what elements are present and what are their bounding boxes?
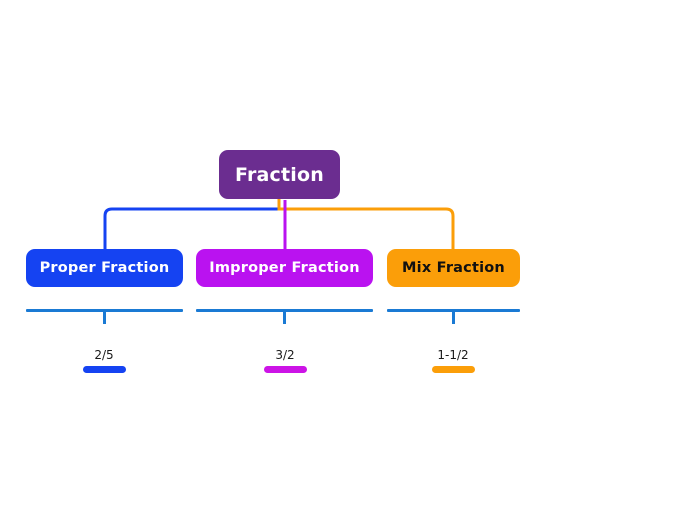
leaf-rule-proper	[26, 309, 183, 312]
connector-root-to-mix	[277, 198, 455, 250]
leaf-tick-proper	[103, 311, 106, 324]
connector-root-to-proper	[103, 207, 279, 250]
leaf-tick-mix	[452, 311, 455, 324]
leaf-underline-bar-proper	[83, 366, 126, 373]
leaf-underline-bar-improper	[264, 366, 307, 373]
root-node-fraction[interactable]: Fraction	[219, 150, 340, 199]
branch-node-improper-fraction[interactable]: Improper Fraction	[196, 249, 373, 287]
leaf-tick-improper	[283, 311, 286, 324]
leaf-caption-improper: 3/2	[275, 348, 295, 362]
branch-node-mix-fraction[interactable]: Mix Fraction	[387, 249, 520, 287]
leaf-caption-mix: 1-1/2	[437, 348, 469, 362]
leaf-rule-mix	[387, 309, 520, 312]
branch-node-proper-fraction[interactable]: Proper Fraction	[26, 249, 183, 287]
leaf-underline-bar-mix	[432, 366, 475, 373]
leaf-rule-improper	[196, 309, 373, 312]
leaf-caption-proper: 2/5	[94, 348, 114, 362]
